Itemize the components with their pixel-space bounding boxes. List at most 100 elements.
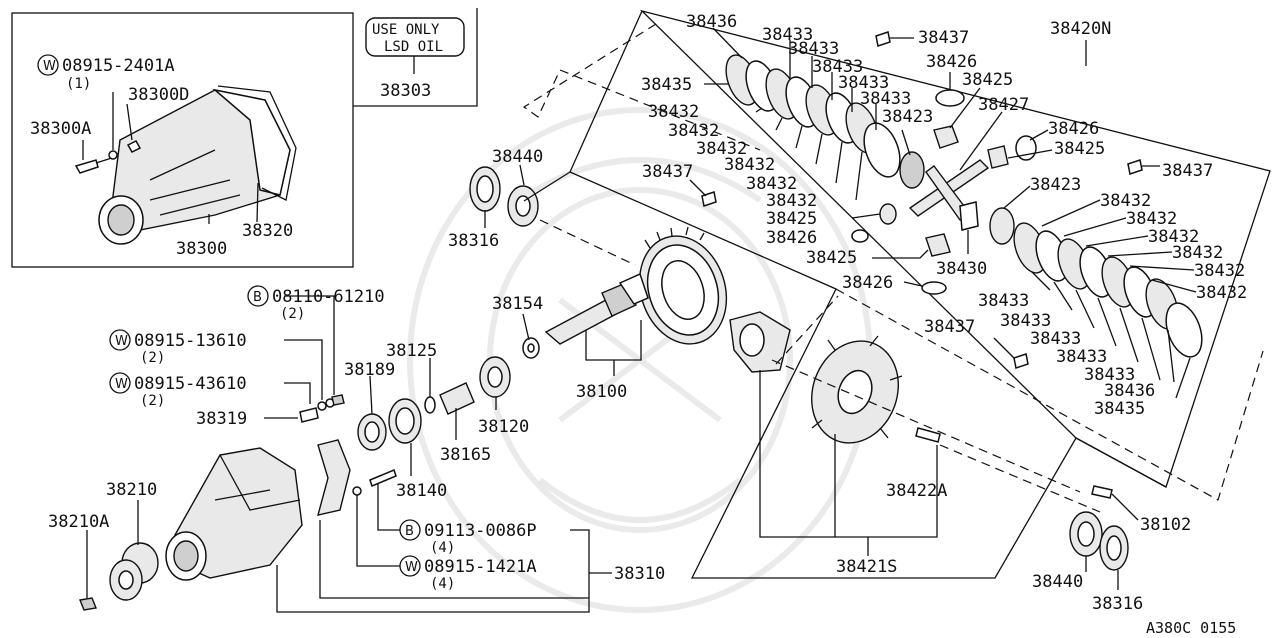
lsd-clutch-pack-lower: 38432 38432 38432 38432 38432 38432 3843… — [978, 191, 1247, 419]
washer-prefix-letter: W — [115, 377, 128, 392]
label-38140: 38140 — [396, 481, 447, 501]
label-38423-upper: 38423 — [882, 107, 933, 127]
washer-prefix-icon — [37, 54, 59, 76]
label-09113-0086P: 09113-0086P — [424, 521, 537, 541]
washer-prefix-icon — [109, 372, 131, 394]
label-08915-1421A-qty: (4) — [430, 576, 455, 592]
label-38432-2: 38432 — [668, 121, 719, 141]
washer-prefix-icon — [399, 555, 421, 577]
bolt-prefix-icon — [247, 285, 269, 307]
label-38432-5: 38432 — [746, 174, 797, 194]
label-38316-top: 38316 — [448, 231, 499, 251]
label-38210A: 38210A — [48, 512, 109, 532]
label-08110-61210-qty: (2) — [280, 306, 305, 322]
label-inset-washer: 08915-2401A — [62, 56, 175, 76]
label-38154: 38154 — [492, 294, 543, 314]
label-38432-1: 38432 — [648, 102, 699, 122]
label-38189: 38189 — [344, 360, 395, 380]
label-38422A: 38422A — [886, 481, 947, 501]
label-08915-13610: 08915-13610 — [134, 331, 247, 351]
label-38430: 38430 — [936, 259, 987, 279]
side-bearing-right: 38102 38440 38316 — [1032, 485, 1191, 614]
bolt-prefix-letter: B — [253, 290, 262, 305]
note-line-1: USE ONLY — [372, 22, 440, 38]
label-38432-3: 38432 — [696, 139, 747, 159]
label-08915-43610-qty: (2) — [140, 393, 165, 409]
rear-cover-and-flange: 38210 38210A B 09113-0086P (4) W 08915-1… — [48, 439, 665, 613]
label-38433-r3: 38433 — [1030, 329, 1081, 349]
washer-prefix-letter: W — [43, 59, 56, 74]
label-38320: 38320 — [242, 221, 293, 241]
label-38125: 38125 — [386, 341, 437, 361]
label-08110-61210: 08110-61210 — [272, 287, 385, 307]
label-38303: 38303 — [380, 81, 431, 101]
label-38102: 38102 — [1140, 515, 1191, 535]
label-38425-right: 38425 — [1054, 139, 1105, 159]
lsd-clutch-pack-upper: 38436 38435 38433 38433 38433 38433 3843… — [641, 12, 933, 211]
label-38432-r2: 38432 — [1126, 209, 1177, 229]
assembly-dashed-outlines — [522, 23, 1264, 513]
label-38300A: 38300A — [30, 119, 91, 139]
label-38432-4: 38432 — [724, 155, 775, 175]
label-38432-r1: 38432 — [1100, 191, 1151, 211]
label-38433-3: 38433 — [812, 57, 863, 77]
label-38310: 38310 — [614, 564, 665, 584]
label-38432-6: 38432 — [766, 191, 817, 211]
label-38437-right: 38437 — [1162, 161, 1213, 181]
label-08915-1421A: 08915-1421A — [424, 557, 537, 577]
washer-prefix-letter: W — [115, 334, 128, 349]
pinion-shaft-parts: B 08110-61210 (2) W 08915-13610 (2) W 08… — [109, 285, 529, 501]
label-38426-center: 38426 — [766, 228, 817, 248]
label-38440-bottom: 38440 — [1032, 572, 1083, 592]
label-38426-lower: 38426 — [842, 273, 893, 293]
label-38425-lower: 38425 — [806, 248, 857, 268]
label-38210: 38210 — [106, 480, 157, 500]
ring-pinion-gear-group: 38154 38100 — [492, 226, 728, 402]
label-38425-center: 38425 — [766, 209, 817, 229]
bolt-prefix-letter: B — [405, 524, 414, 539]
lsd-oil-note: USE ONLY LSD OIL 38303 — [353, 8, 478, 107]
label-38165: 38165 — [440, 445, 491, 465]
washer-prefix-letter: W — [405, 560, 418, 575]
label-38433-r2: 38433 — [1000, 311, 1051, 331]
label-38433-r1: 38433 — [978, 291, 1029, 311]
label-38436-upper: 38436 — [686, 12, 737, 32]
label-inset-washer-qty: (1) — [66, 76, 91, 92]
label-38421S: 38421S — [836, 557, 897, 577]
label-09113-0086P-qty: (4) — [430, 540, 455, 556]
label-38432-r5: 38432 — [1194, 261, 1245, 281]
label-38316-bottom: 38316 — [1092, 594, 1143, 614]
label-08915-13610-qty: (2) — [140, 350, 165, 366]
label-38435-upper: 38435 — [641, 75, 692, 95]
label-38436-lower: 38436 — [1104, 381, 1155, 401]
label-38100: 38100 — [576, 382, 627, 402]
label-38319: 38319 — [196, 409, 247, 429]
spider-gear-set: 38437 38437 38426 38425 38427 38426 3842… — [642, 19, 1213, 369]
label-38440-top: 38440 — [492, 147, 543, 167]
bolt-prefix-icon — [399, 519, 421, 541]
label-38433-r4: 38433 — [1056, 347, 1107, 367]
label-08915-43610: 08915-43610 — [134, 374, 247, 394]
label-38432-r6: 38432 — [1196, 283, 1247, 303]
label-38437-top: 38437 — [918, 28, 969, 48]
label-38433-4: 38433 — [838, 73, 889, 93]
note-line-2: LSD OIL — [384, 39, 443, 55]
diagram-code: A380C 0155 — [1146, 619, 1236, 637]
inset-carrier-housing: W 08915-2401A (1) 38300D 38300A 38320 38… — [11, 12, 354, 268]
label-38437-left: 38437 — [642, 162, 693, 182]
label-38120: 38120 — [478, 417, 529, 437]
label-38432-r3: 38432 — [1148, 227, 1199, 247]
label-38426-top: 38426 — [926, 52, 977, 72]
washer-prefix-icon — [109, 329, 131, 351]
label-38435-lower: 38435 — [1094, 399, 1145, 419]
label-38433-5: 38433 — [860, 89, 911, 109]
differential-case-assembly: 38422A 38421S — [523, 9, 1271, 579]
label-38425-top: 38425 — [962, 70, 1013, 90]
label-38427: 38427 — [978, 95, 1029, 115]
label-38433-2: 38433 — [788, 39, 839, 59]
label-38300: 38300 — [176, 239, 227, 259]
pinion-front-bearing: 38440 38316 — [448, 147, 636, 266]
label-38437-bottom: 38437 — [924, 317, 975, 337]
